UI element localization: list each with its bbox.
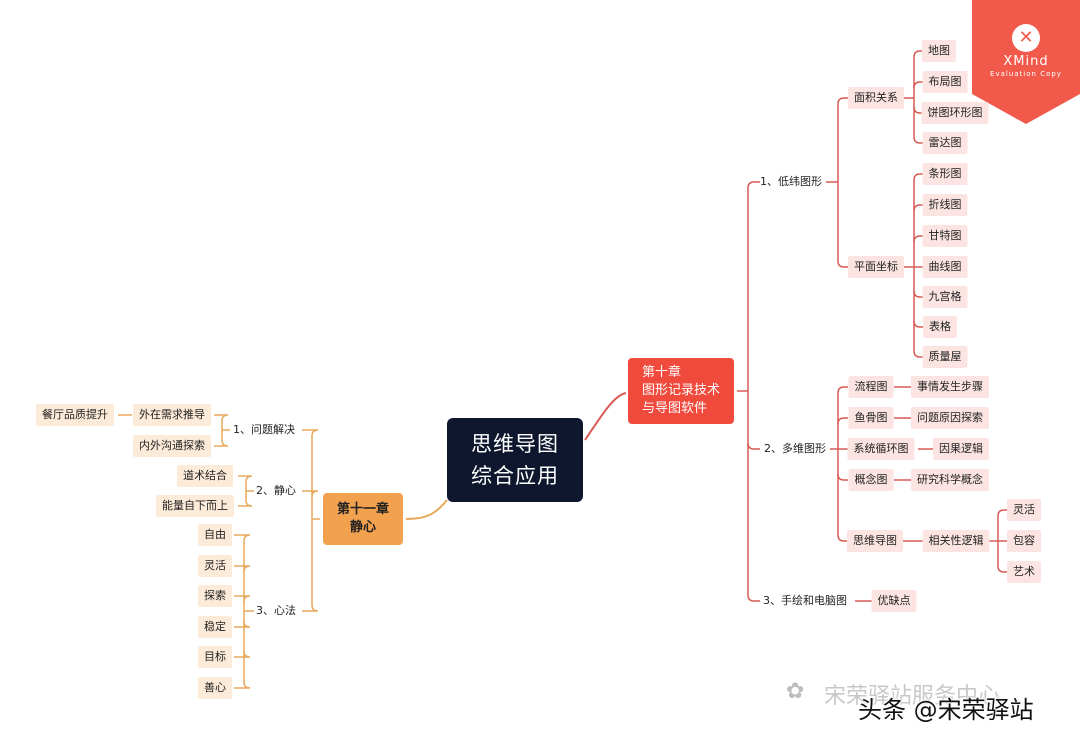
bracket-tick [913,50,926,58]
area-relation-topic[interactable]: 面积关系 [848,87,904,109]
chapter-11-topic[interactable]: 第十一章 静心 [322,493,404,545]
science-concept-leaf[interactable]: 研究科学概念 [911,469,989,491]
fishbone-topic[interactable]: 鱼骨图 [848,407,894,429]
method-branch[interactable]: 3、心法 [256,604,296,617]
goal-leaf[interactable]: 目标 [198,646,232,668]
chapter-11-line-1: 第十一章 [336,502,390,517]
bracket-tick [837,260,850,268]
xmind-brand: XMind [1003,54,1049,69]
kindness-leaf[interactable]: 善心 [198,677,232,699]
central-topic[interactable]: 思维导图 综合应用 [447,418,583,502]
bracket-tick [302,604,319,612]
bracket-tick [837,386,848,394]
bracket-tick [837,473,848,481]
pros-cons-leaf[interactable]: 优缺点 [871,590,917,612]
bracket-tick [747,594,760,602]
quality-house-leaf[interactable]: 质量屋 [922,346,968,368]
bracket-tick [238,475,253,483]
restaurant-quality-leaf[interactable]: 餐厅品质提升 [36,404,114,426]
bracket-tick [913,204,926,212]
nine-grid-leaf[interactable]: 九宫格 [922,286,968,308]
bracket-tick [234,650,251,658]
bracket-tick [234,565,251,573]
radar-chart-leaf[interactable]: 雷达图 [922,132,968,154]
bracket-tick [913,106,926,114]
energy-rise-leaf[interactable]: 能量自下而上 [156,495,234,517]
multi-dim-branch[interactable]: 2、多维图形 [764,442,826,455]
freedom-leaf[interactable]: 自由 [198,524,232,546]
line-chart-leaf[interactable]: 折线图 [922,194,968,216]
layout-chart-leaf[interactable]: 布局图 [922,71,968,93]
low-dim-branch[interactable]: 1、低纬图形 [760,175,822,188]
central-line-1: 思维导图 [471,432,559,456]
wechat-icon: ✿ [786,679,805,704]
bracket-tick [913,350,926,358]
bracket-tick [214,439,229,447]
toutiao-watermark: 头条 @宋荣驿站 [858,696,1034,724]
central-line-2: 综合应用 [471,464,559,488]
wechat-watermark: 宋荣驿站服务中心 [824,684,1001,709]
bracket-tick [302,429,319,437]
bracket-tick [747,442,760,450]
bracket-tick [913,81,926,89]
flexible-leaf[interactable]: 灵活 [1007,499,1041,521]
event-steps-leaf[interactable]: 事情发生步骤 [911,376,989,398]
bracket-tick [837,534,848,542]
mind-map-topic[interactable]: 思维导图 [847,530,903,552]
cause-explore-leaf[interactable]: 问题原因探索 [911,407,989,429]
xmind-logo-icon: ✕ [1012,24,1040,52]
xmind-eval-note: Evaluation Copy [990,70,1062,78]
bracket-tick [238,499,253,507]
inclusive-leaf[interactable]: 包容 [1007,530,1041,552]
stable-leaf[interactable]: 稳定 [198,616,232,638]
hand-vs-computer-branch[interactable]: 3、手绘和电脑图 [763,594,847,607]
bracket-tick [234,534,251,542]
system-loop-topic[interactable]: 系统循环图 [847,438,915,460]
bracket-tick [997,509,1008,517]
bar-chart-leaf[interactable]: 条形图 [922,163,968,185]
problem-solving-branch[interactable]: 1、问题解决 [233,423,295,436]
bracket-tick [747,181,760,189]
flowchart-topic[interactable]: 流程图 [848,376,894,398]
bracket-tick [234,681,251,689]
bracket-tick [913,290,926,298]
gantt-chart-leaf[interactable]: 甘特图 [922,225,968,247]
bracket-tick [913,235,926,243]
table-leaf[interactable]: 表格 [923,316,957,338]
chapter-10-line-1: 第十章 [641,365,682,380]
xmind-badge [972,0,1080,124]
bracket-tick [997,565,1008,573]
bracket-tick [302,490,319,498]
chapter-10-line-3: 与导图软件 [641,401,708,416]
chapter-10-topic[interactable]: 第十章 图形记录技术 与导图软件 [627,358,735,424]
pie-chart-leaf[interactable]: 饼图环形图 [921,102,989,124]
calm-mind-branch[interactable]: 2、静心 [256,484,296,497]
explore-leaf[interactable]: 探索 [198,585,232,607]
bracket-tick [913,173,926,181]
causal-logic-leaf[interactable]: 因果逻辑 [933,438,989,460]
central-to-chapter-11 [405,499,448,520]
communication-explore-leaf[interactable]: 内外沟通探索 [133,435,211,457]
map-leaf[interactable]: 地图 [922,40,956,62]
bracket-tick [837,97,850,105]
plane-coord-topic[interactable]: 平面坐标 [848,256,904,278]
agility-leaf[interactable]: 灵活 [198,555,232,577]
bracket-tick [214,414,229,422]
bracket-tick [234,620,251,628]
central-to-chapter-10 [584,392,627,441]
curve-chart-leaf[interactable]: 曲线图 [922,256,968,278]
bracket-tick [913,320,926,328]
relevance-logic-leaf[interactable]: 相关性逻辑 [922,530,990,552]
bracket-tick [837,417,848,425]
bracket-tick [913,136,926,144]
concept-map-topic[interactable]: 概念图 [848,469,894,491]
chapter-11-line-2: 静心 [349,520,377,535]
external-demand-leaf[interactable]: 外在需求推导 [133,404,211,426]
bracket-tick [234,595,251,603]
chapter-10-line-2: 图形记录技术 [641,383,721,398]
art-leaf[interactable]: 艺术 [1007,561,1041,583]
dao-shu-leaf[interactable]: 道术结合 [177,465,233,487]
